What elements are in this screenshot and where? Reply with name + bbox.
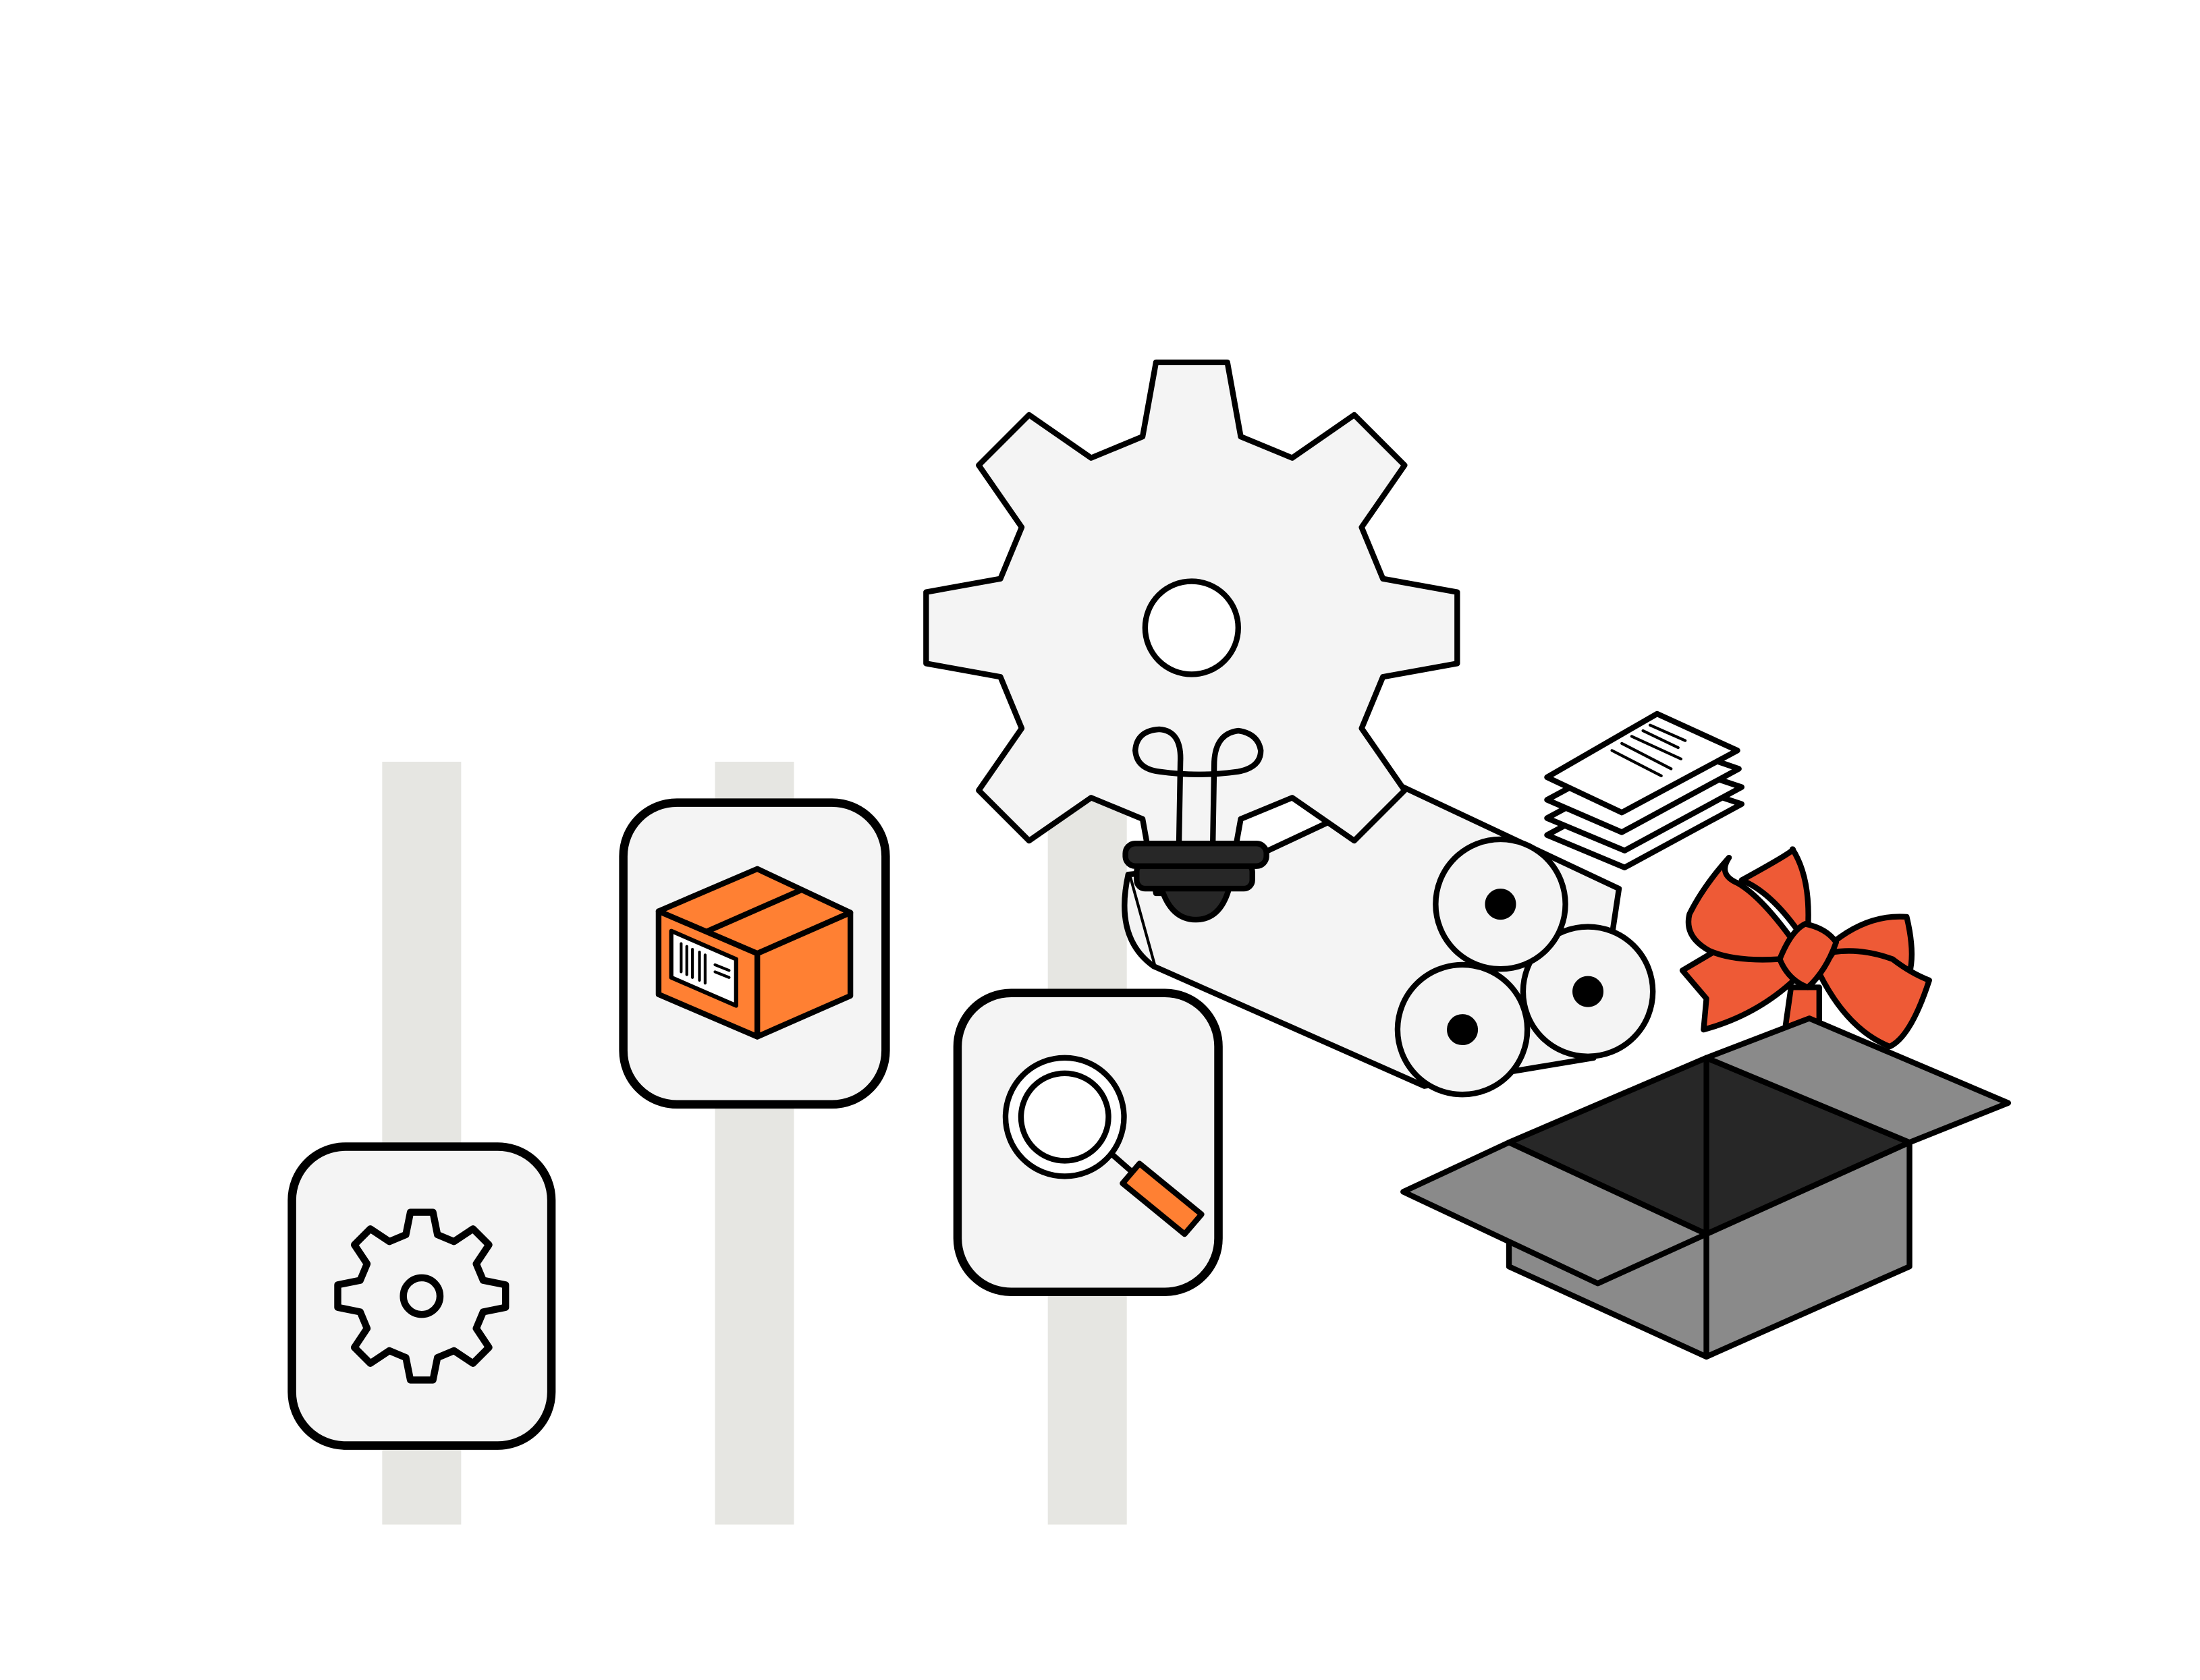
large-gear-icon (923, 359, 1460, 897)
magnifier-icon (1002, 1055, 1205, 1237)
document-stack-icon (1544, 710, 1745, 870)
step-card-inspect (953, 988, 1223, 1297)
gift-bow-icon (1679, 846, 1932, 1050)
open-gift-box-icon (1400, 1015, 2011, 1360)
lightbulb-icon (1122, 726, 1269, 923)
package-icon (655, 866, 854, 1040)
gear-icon (334, 1208, 510, 1384)
gear-hole (400, 1274, 444, 1318)
step-card-package (619, 798, 890, 1109)
step-card-settings (287, 1142, 556, 1450)
